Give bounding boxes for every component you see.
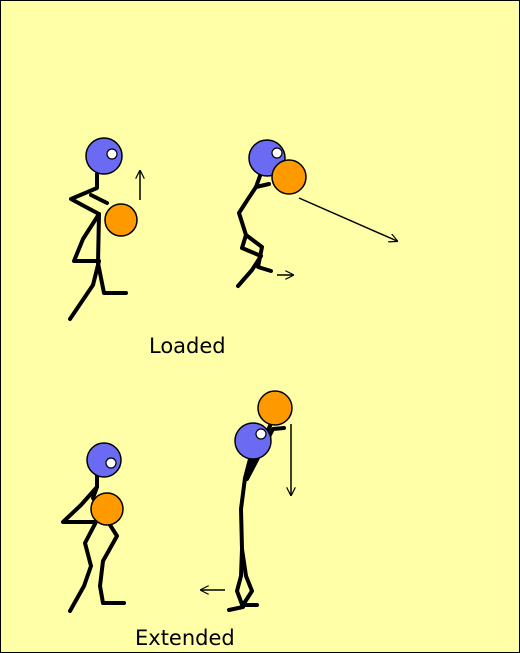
eye bbox=[106, 458, 116, 468]
ball bbox=[105, 204, 137, 236]
head bbox=[87, 443, 121, 477]
head bbox=[235, 423, 271, 459]
figure-extended-reaching bbox=[201, 391, 292, 610]
ball bbox=[258, 391, 292, 425]
ball bbox=[272, 160, 306, 194]
ball-trajectory-arrow bbox=[299, 198, 397, 241]
eye bbox=[272, 148, 282, 158]
figure-loaded-holding bbox=[70, 138, 140, 319]
eye bbox=[107, 149, 117, 159]
caption-extended: Extended bbox=[135, 626, 235, 650]
stick-body bbox=[238, 173, 271, 286]
figure-loaded-throwing bbox=[238, 140, 397, 286]
figure-extended-holding bbox=[63, 443, 124, 611]
stick-body bbox=[70, 174, 126, 319]
caption-loaded: Loaded bbox=[149, 334, 226, 358]
ball bbox=[91, 493, 123, 525]
eye bbox=[256, 429, 266, 439]
